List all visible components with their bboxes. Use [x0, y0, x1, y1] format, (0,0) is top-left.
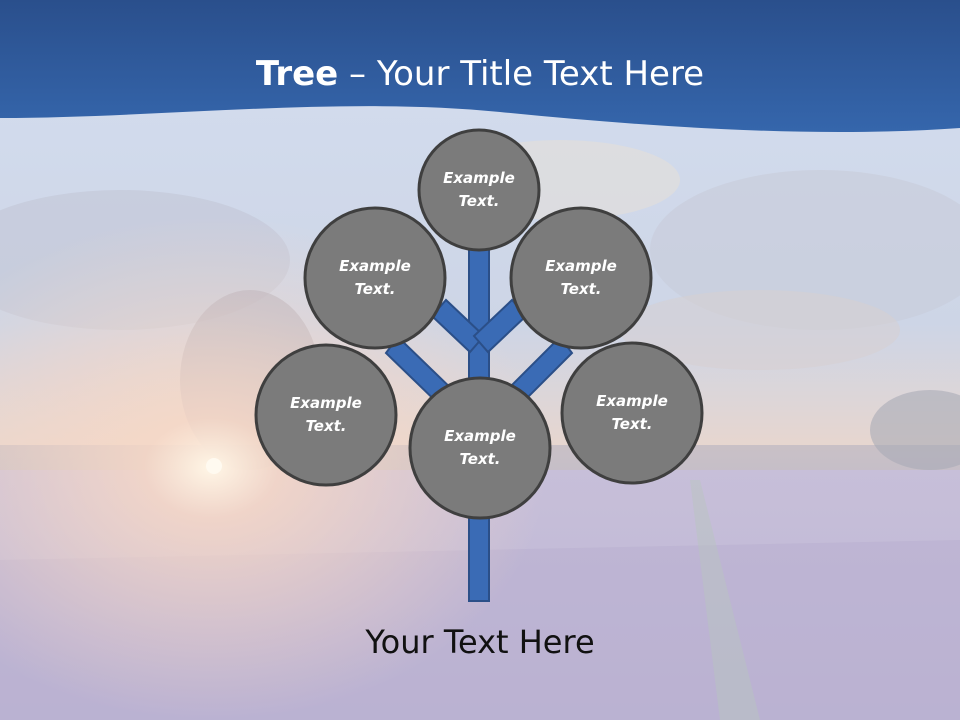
tree-node-top — [417, 128, 541, 252]
tree-node-lower-left — [254, 343, 398, 487]
node-label-line: Text. — [459, 450, 501, 468]
tree-node-center — [408, 376, 552, 520]
node-label-line: Text. — [458, 192, 500, 210]
node-label-line: Example — [339, 257, 411, 275]
title-rest: – Your Title Text Here — [338, 54, 705, 94]
caption-text: Your Text Here — [365, 623, 595, 661]
node-label-line: Text. — [560, 280, 602, 298]
node-label-lower-right: Example Text. — [572, 390, 692, 436]
node-label-line: Example — [290, 394, 362, 412]
node-label-line: Example — [545, 257, 617, 275]
node-label-line: Text. — [354, 280, 396, 298]
node-label-upper-right: Example Text. — [521, 255, 641, 301]
node-label-lower-left: Example Text. — [266, 392, 386, 438]
tree-node-upper-right — [509, 206, 653, 350]
node-label-line: Example — [596, 392, 668, 410]
node-label-line: Text. — [305, 417, 347, 435]
node-label-line: Example — [443, 169, 515, 187]
node-label-upper-left: Example Text. — [315, 255, 435, 301]
slide-title: Tree – Your Title Text Here — [0, 52, 960, 96]
title-bold-word: Tree — [255, 54, 339, 94]
tree-node-lower-right — [560, 341, 704, 485]
tree-node-upper-left — [303, 206, 447, 350]
node-label-line: Text. — [611, 415, 653, 433]
node-label-center: Example Text. — [420, 425, 540, 471]
node-label-line: Example — [444, 427, 516, 445]
node-label-top: Example Text. — [419, 167, 539, 213]
